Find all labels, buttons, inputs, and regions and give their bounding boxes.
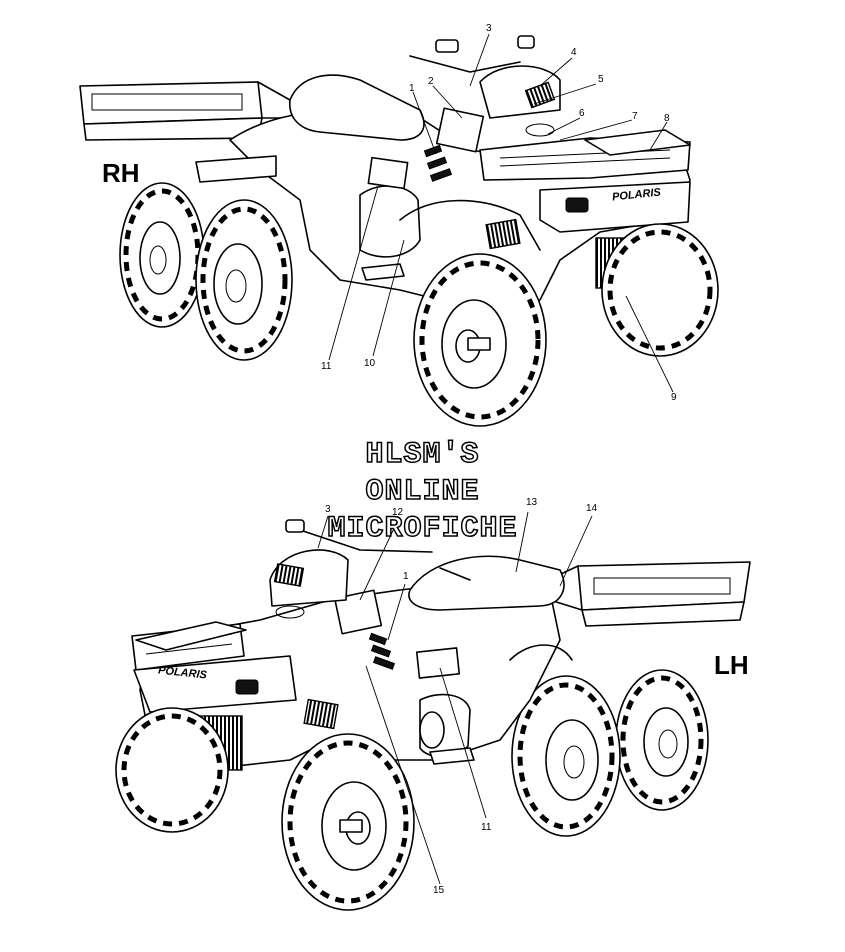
lh-decal-12	[333, 589, 383, 635]
rh-view-label: RH	[102, 158, 140, 188]
watermark-line-3: MICROFICHE	[327, 511, 518, 547]
callout-rh-3: 3	[486, 23, 492, 34]
rh-decal-side-11	[367, 156, 409, 190]
lh-rear-wheels	[511, 669, 709, 837]
lh-front-wheels	[115, 707, 415, 911]
watermark-line-1: HLSM'S	[365, 437, 480, 473]
callout-lh-11: 11	[481, 822, 492, 833]
callout-rh-10: 10	[364, 358, 376, 369]
callout-rh-8: 8	[664, 113, 670, 124]
callout-rh-2: 2	[428, 76, 434, 87]
callout-rh-1: 1	[409, 83, 415, 94]
lh-decal-stripes-1	[368, 632, 396, 670]
callout-rh-6: 6	[579, 108, 585, 119]
rh-rear-wheels	[119, 182, 293, 361]
lh-cargo-box	[547, 561, 751, 627]
rh-front-wheels	[413, 223, 719, 427]
rh-leader-lines	[328, 33, 674, 393]
callout-lh-13: 13	[526, 497, 538, 508]
atv-right-hand-view	[79, 33, 719, 427]
callout-rh-9: 9	[671, 392, 677, 403]
lh-leader-lines	[317, 511, 593, 885]
rh-cargo-box	[79, 81, 293, 141]
atv-left-hand-view	[115, 511, 751, 911]
lh-decal-side-11	[415, 647, 461, 679]
callout-rh-7: 7	[632, 111, 638, 122]
callout-rh-11: 11	[321, 361, 332, 372]
callout-rh-5: 5	[598, 74, 604, 85]
rh-decal-2	[435, 107, 485, 153]
callout-lh-1: 1	[403, 571, 409, 582]
callout-lh-12: 12	[392, 507, 404, 518]
callout-lh-15: 15	[433, 885, 445, 896]
callout-rh-4: 4	[571, 47, 577, 58]
callout-lh-3: 3	[325, 504, 331, 515]
rh-decal-stripes-1	[423, 144, 453, 182]
lh-view-label: LH	[714, 650, 749, 680]
watermark-line-2: ONLINE	[365, 474, 480, 510]
callout-lh-14: 14	[586, 503, 598, 514]
